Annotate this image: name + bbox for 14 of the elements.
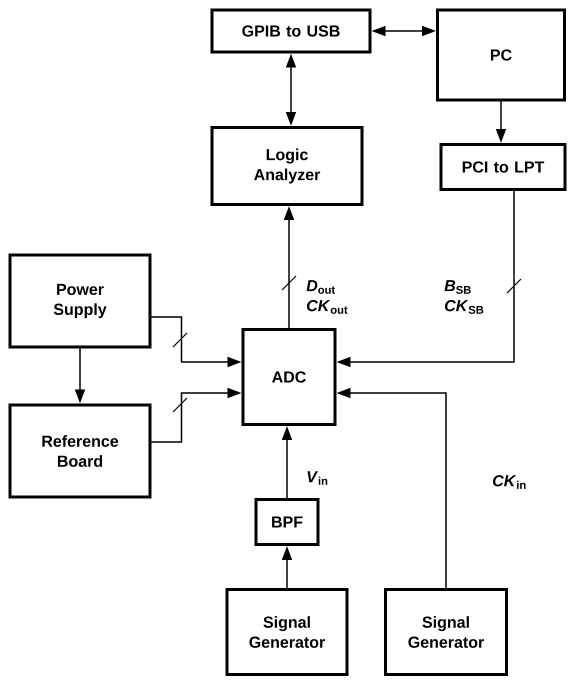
signal-label: V$_{in}$ [308,471,328,485]
signal-label: D$_{out}$ CK$_{out}$ [306,280,348,314]
signal-label: CK$_{in}$ [492,475,526,489]
block-box: Signal Generator [226,588,348,676]
block-box: GPIB to USB [210,8,372,54]
block-box: PCI to LPT [440,143,566,191]
block-box: PC [436,8,566,102]
signal-label: B$_{SB}$ CK$_{SB}$ [444,280,484,314]
block-box: ADC [242,328,336,426]
block-box: Reference Board [8,404,152,498]
block-box: Power Supply [8,254,152,348]
block-box: Signal Generator [384,588,508,676]
block-box: Logic Analyzer [210,126,364,206]
block-box: BPF [254,498,320,546]
